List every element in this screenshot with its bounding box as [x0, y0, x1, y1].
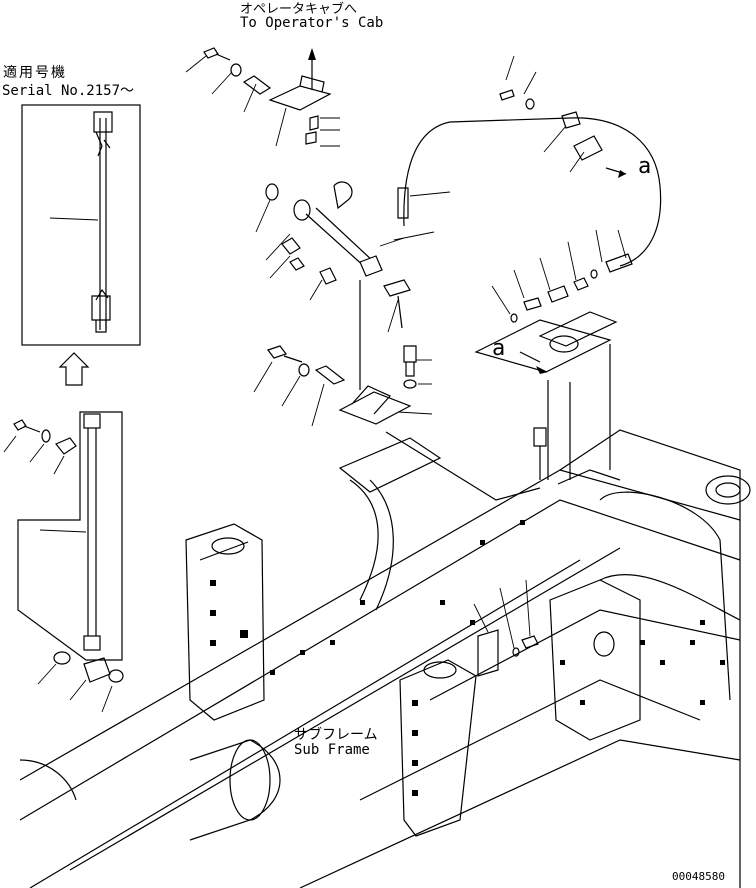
serial-inset-box — [21, 104, 141, 346]
right-support-post — [474, 311, 621, 485]
main-frame — [19, 429, 751, 888]
inset-up-arrow — [58, 352, 90, 386]
subframe-label-jp: サブフレーム — [294, 727, 378, 743]
reference-a-upper: a — [638, 154, 652, 179]
serial-label-jp: 適用号機 — [3, 65, 67, 81]
subframe-label-en: Sub Frame — [294, 742, 370, 758]
leader-line — [385, 431, 541, 501]
cab-label-en: To Operator's Cab — [240, 15, 384, 31]
top-bracket-assembly — [185, 47, 340, 147]
drawing-number: 00048580 — [672, 870, 725, 883]
flex-cable — [393, 55, 662, 323]
lever-assembly — [255, 181, 411, 390]
reference-a-lower: a — [492, 336, 506, 361]
lower-cable-assembly — [3, 411, 124, 713]
serial-label-en: Serial No.2157～ — [2, 83, 135, 99]
cab-label-jp: オペレータキャブへ — [240, 2, 358, 17]
mid-bracket-assembly — [253, 345, 433, 427]
